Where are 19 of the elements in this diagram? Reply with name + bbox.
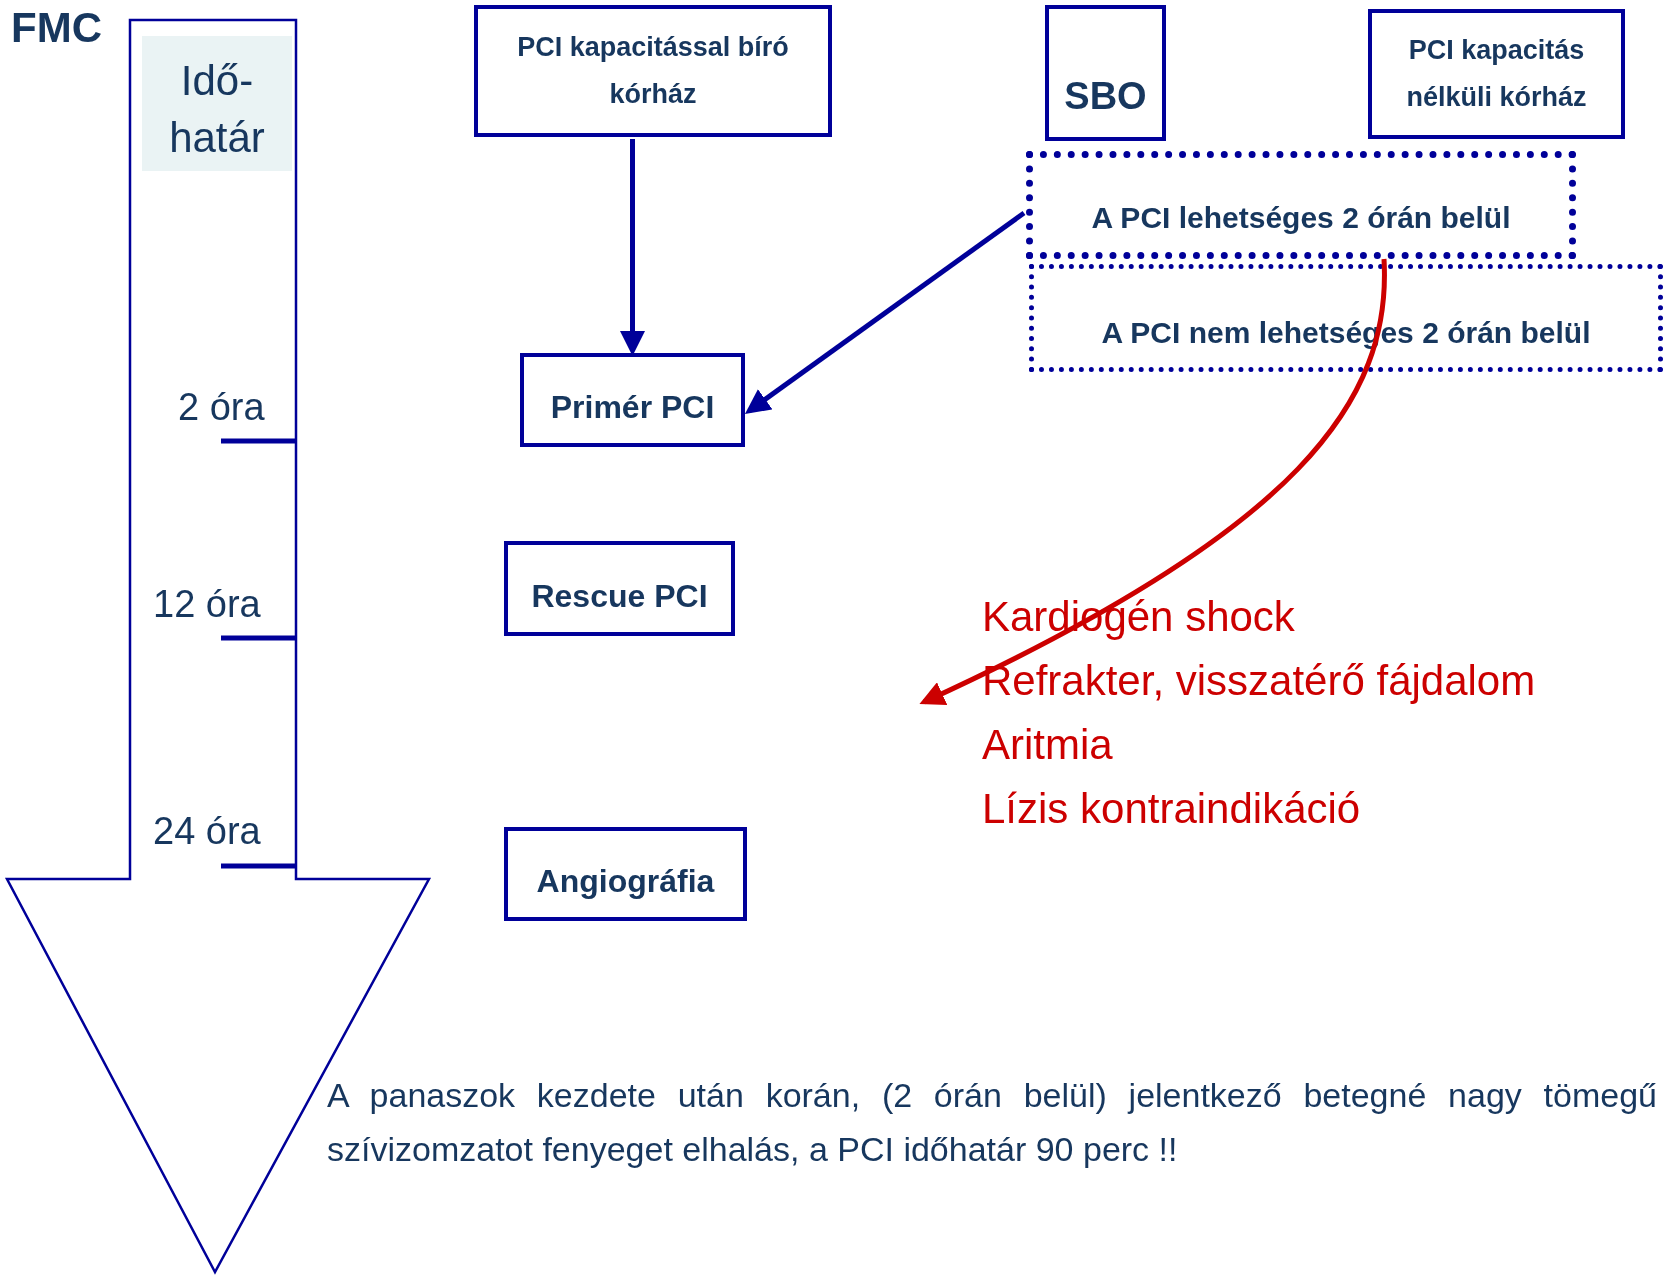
- process-box: Angiográfia: [504, 827, 747, 921]
- process-box: Rescue PCI: [504, 541, 735, 636]
- arrow: [620, 139, 645, 356]
- time-label: 24 óra: [153, 810, 261, 853]
- symptom-text: Aritmia: [982, 721, 1113, 769]
- arrow: [744, 210, 1026, 414]
- process-box: Primér PCI: [520, 353, 745, 447]
- note-text: A panaszok kezdete után korán, (2 órán belül) jelentkező betegné nagy tömegű szívizomzatot fenyeget elhalás, a PCI időhatár 90 perc !!: [327, 1075, 1657, 1171]
- process-box: A PCI lehetséges 2 órán belül: [1026, 151, 1576, 259]
- symptom-text: Lízis kontraindikáció: [982, 785, 1361, 833]
- time-limit-box: Idő-határ: [142, 36, 292, 171]
- corner-label: FMC: [11, 4, 102, 52]
- process-box: PCI kapacitás nélküli kórház: [1368, 9, 1625, 139]
- symptom-text: Refrakter, visszatérő fájdalom: [982, 657, 1536, 705]
- time-label: 12 óra: [153, 583, 261, 626]
- time-label: 2 óra: [178, 386, 265, 429]
- process-box: PCI kapacitással bíró kórház: [474, 5, 832, 137]
- arrow: [919, 259, 1387, 705]
- process-box: SBO: [1045, 5, 1166, 141]
